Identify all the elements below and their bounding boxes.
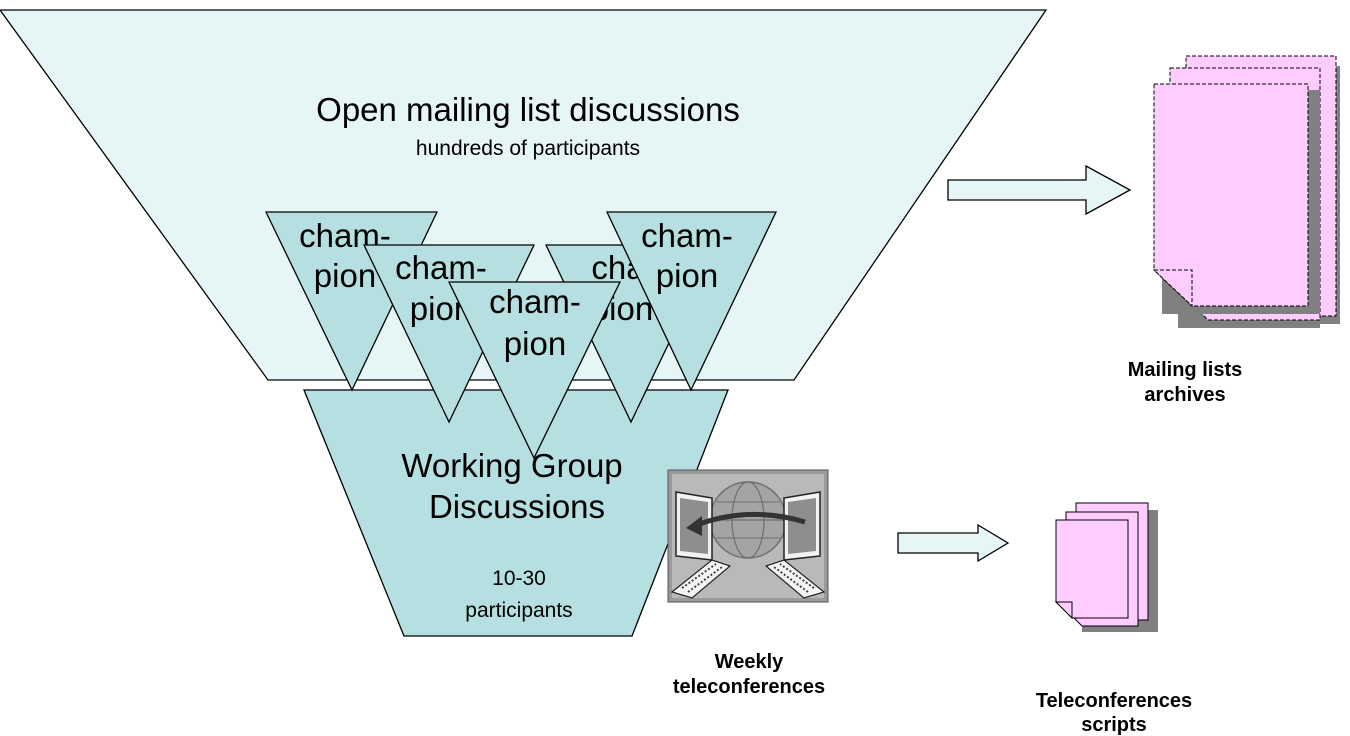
champion-label-line1: cham-: [641, 217, 733, 254]
working-group-title-line2: Discussions: [429, 488, 605, 525]
mailing-archives-label-line1: Mailing lists: [1128, 359, 1242, 381]
mailing-archives-label-line2: archives: [1144, 384, 1225, 406]
champion-label-line2: pion: [504, 325, 566, 362]
teleconference-computers-globe-icon: [667, 469, 829, 603]
teleconference-label-line1: Weekly: [715, 651, 784, 673]
right-arrow-icon: [897, 523, 1010, 563]
champion-triangle: cham- pion: [447, 281, 622, 460]
working-group-count-line1: 10-30: [492, 567, 546, 590]
working-group-funnel: [303, 389, 729, 637]
document-stack-icon: [1054, 502, 1158, 632]
teleconference-scripts-label-line2: scripts: [1081, 714, 1147, 736]
open-mailing-list-funnel: [0, 9, 1048, 381]
champion-label-line1: cham-: [489, 283, 581, 320]
champion-triangle: cham- pion: [605, 211, 778, 392]
champion-label-line2: pion: [656, 257, 718, 294]
working-group-title-line1: Working Group: [401, 447, 622, 484]
champion-label-line2: pion: [314, 257, 376, 294]
document-stack-icon: [1152, 55, 1340, 328]
teleconference-scripts-label-line1: Teleconferences: [1036, 690, 1192, 712]
open-mailing-list-subtitle: hundreds of participants: [416, 137, 640, 160]
right-arrow-icon: [947, 164, 1132, 216]
champion-label-line1: cham-: [395, 249, 487, 286]
open-mailing-list-title: Open mailing list discussions: [316, 91, 740, 128]
working-group-count-line2: participants: [465, 599, 572, 622]
teleconference-label-line2: teleconferences: [673, 676, 825, 698]
